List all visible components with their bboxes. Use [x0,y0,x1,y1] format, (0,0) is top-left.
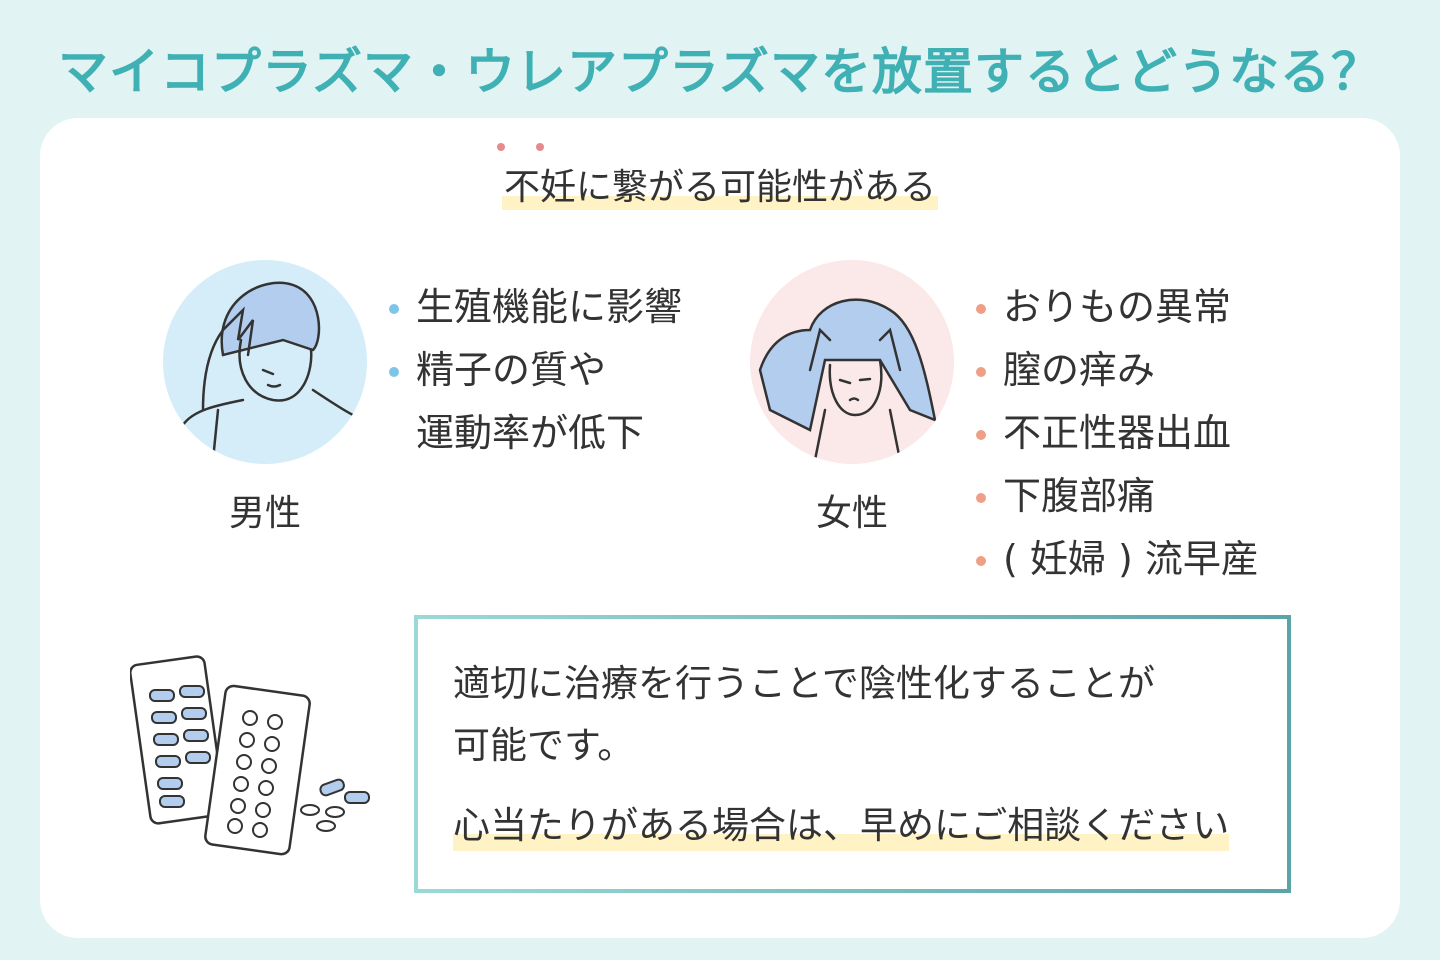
female-label: 女性 [815,493,888,534]
female-symptom-list: おりもの異常 膣の痒み 不正性器出血 下腹部痛 ( 妊婦 ) 流早産 [976,276,1259,591]
page-title: マイコプラズマ・ウレアプラズマを放置するとどうなる？ [58,43,1382,101]
subheading: 不妊に繋がる可能性がある [0,166,1440,210]
male-label: 男性 [228,493,301,534]
male-symptom-list: 生殖機能に影響 精子の質や 運動率が低下 [389,276,682,465]
emphasis-dot [497,143,505,151]
pills-illustration [130,655,370,856]
list-item: 精子の質や [389,339,682,402]
treatment-note-box: 適切に治療を行うことで陰性化することが 可能です。 心当たりがある場合は、早めに… [414,615,1291,893]
consultation-highlight: 心当たりがある場合は、早めにご相談ください [453,801,1230,851]
list-item: ( 妊婦 ) 流早産 [976,528,1259,591]
list-item: 膣の痒み [976,339,1259,402]
list-item: 生殖機能に影響 [389,276,682,339]
emphasis-dot [536,143,544,151]
subheading-text: 不妊に繋がる可能性がある [501,166,938,210]
list-item: 下腹部痛 [976,465,1259,528]
list-item: 不正性器出血 [976,402,1259,465]
list-item: おりもの異常 [976,276,1259,339]
list-item: 運動率が低下 [416,411,645,455]
note-line: 可能です。 [453,724,635,767]
male-illustration [163,260,367,464]
female-illustration [750,260,954,464]
note-line: 適切に治療を行うことで陰性化することが [453,662,1155,705]
